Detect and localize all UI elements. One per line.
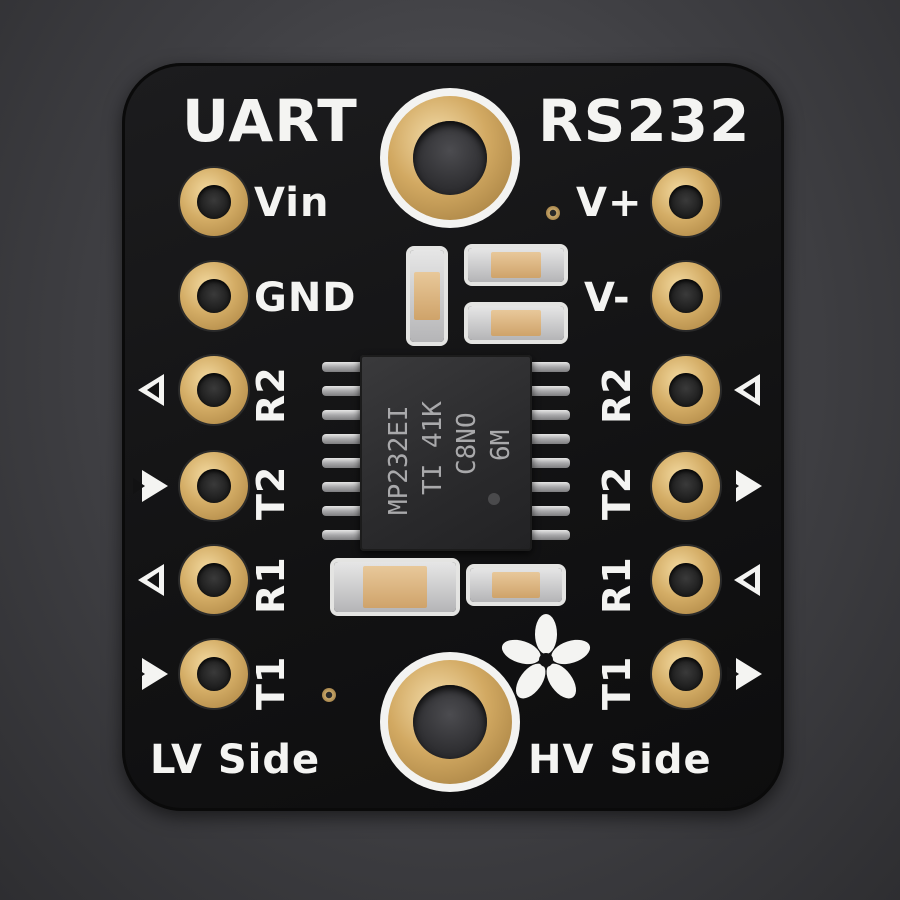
label-lv-side: LV Side — [150, 737, 321, 783]
chip-leg — [322, 410, 366, 420]
pad-hv-r1 — [652, 546, 720, 614]
arrow-right-icon — [133, 658, 168, 690]
chip-leg — [526, 410, 570, 420]
pad-hv-t2 — [652, 452, 720, 520]
chip-leg — [322, 506, 366, 516]
pad-hv-t1 — [652, 640, 720, 708]
pad-vminus — [652, 262, 720, 330]
title-rs232: RS232 — [538, 87, 751, 155]
chip-leg — [526, 458, 570, 468]
chip-marking-line1: MP232EI — [384, 405, 414, 515]
pad-lv-r1 — [180, 546, 248, 614]
arrow-right-icon — [727, 470, 762, 502]
chip-leg — [526, 434, 570, 444]
arrow-right-icon — [133, 470, 168, 502]
chip-leg — [526, 362, 570, 372]
label-lv-t2: T2 — [249, 465, 293, 520]
chip-leg — [322, 386, 366, 396]
arrow-left-icon — [734, 374, 760, 406]
label-hv-t2: T2 — [595, 465, 639, 520]
chip-leg — [322, 530, 366, 540]
chip-marking-line4: 6M — [486, 429, 516, 461]
pad-lv-r2 — [180, 356, 248, 424]
smd-capacitor — [410, 250, 444, 342]
via — [322, 688, 336, 702]
label-hv-side: HV Side — [528, 737, 712, 783]
label-hv-r1: R1 — [595, 556, 639, 614]
pad-vplus — [652, 168, 720, 236]
chip-leg — [526, 506, 570, 516]
pin1-marker — [488, 493, 500, 505]
label-vin: Vin — [254, 180, 330, 226]
label-gnd: GND — [254, 275, 357, 321]
chip-leg — [526, 530, 570, 540]
arrow-left-icon — [138, 374, 164, 406]
chip-leg — [322, 434, 366, 444]
mounting-hole-top — [380, 88, 520, 228]
chip-leg — [322, 458, 366, 468]
pad-gnd — [180, 262, 248, 330]
smd-capacitor — [334, 562, 456, 612]
via — [546, 206, 560, 220]
pad-hv-r2 — [652, 356, 720, 424]
title-uart: UART — [182, 87, 358, 155]
label-lv-t1: T1 — [249, 655, 293, 710]
chip-marking-line3: C8NO — [452, 412, 482, 475]
ic-chip: MP232EI TI 41K C8NO 6M — [360, 355, 532, 551]
adafruit-flower-logo — [501, 614, 591, 699]
arrow-left-icon — [138, 564, 164, 596]
smd-capacitor — [468, 248, 564, 282]
pad-lv-t2 — [180, 452, 248, 520]
arrow-right-icon — [727, 658, 762, 690]
label-lv-r2: R2 — [249, 366, 293, 424]
pad-vin — [180, 168, 248, 236]
arrow-left-icon — [734, 564, 760, 596]
mounting-hole-bottom — [380, 652, 520, 792]
label-hv-r2: R2 — [595, 366, 639, 424]
chip-marking-line2: TI 41K — [418, 401, 448, 495]
smd-capacitor — [470, 568, 562, 602]
smd-capacitor — [468, 306, 564, 340]
label-vminus: V- — [584, 275, 631, 321]
pad-lv-t1 — [180, 640, 248, 708]
chip-leg — [322, 362, 366, 372]
chip-leg — [526, 386, 570, 396]
chip-leg — [526, 482, 570, 492]
chip-leg — [322, 482, 366, 492]
label-lv-r1: R1 — [249, 556, 293, 614]
label-vplus: V+ — [576, 180, 643, 226]
label-hv-t1: T1 — [595, 655, 639, 710]
